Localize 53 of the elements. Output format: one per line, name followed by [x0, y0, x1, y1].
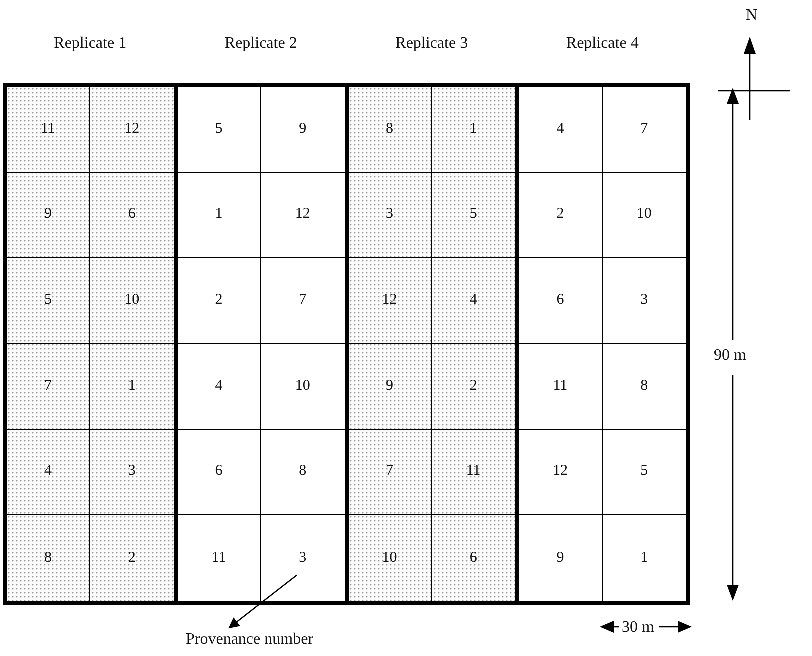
plot-cell: 7: [261, 258, 344, 344]
plot-cell: 11: [432, 430, 516, 516]
plot-cell: 1: [432, 87, 516, 173]
plot-cell: 1: [178, 172, 262, 258]
replicate-heading: Replicate 2: [224, 35, 298, 53]
plot-cell: 4: [7, 430, 90, 516]
plot-cell: 5: [602, 430, 686, 516]
plot-cell: 8: [602, 344, 686, 430]
plot-cell: 4: [178, 344, 262, 430]
plot-cell: 7: [348, 430, 432, 516]
plot-cell: 11: [519, 344, 603, 430]
plot-cell: 10: [348, 515, 432, 601]
plot-cell: 6: [90, 172, 174, 258]
plot-cell: 12: [348, 258, 432, 344]
plot-cell: 2: [432, 344, 516, 430]
plot-cell: 7: [7, 344, 90, 430]
replicate-heading: Replicate 4: [566, 35, 639, 53]
plot-cell: 7: [602, 87, 686, 173]
plot-cell: 3: [90, 430, 174, 516]
plot-cell: 9: [519, 515, 603, 601]
plot-cell: 12: [90, 87, 174, 173]
plot-cell: 5: [7, 258, 90, 344]
plot-cell: 8: [261, 430, 344, 516]
plot-cell: 8: [7, 515, 90, 601]
plot-cell: 9: [261, 87, 344, 173]
plot-cell: 4: [519, 87, 603, 173]
plot-cell: 5: [178, 87, 262, 173]
plot-cell: 2: [90, 515, 174, 601]
plot-cell: 3: [261, 515, 344, 601]
leader-line: [228, 574, 298, 629]
plot-cell: 4: [432, 258, 516, 344]
plot-cell: 10: [602, 172, 686, 258]
plot-cell: 9: [7, 172, 90, 258]
plot-cell: 12: [261, 172, 344, 258]
plot-cell: 1: [90, 344, 174, 430]
plot-cell: 6: [178, 430, 262, 516]
plot-cell: 3: [602, 258, 686, 344]
plot-cell: 2: [178, 258, 262, 344]
plot-cell: 12: [519, 430, 603, 516]
plot-cell: 8: [348, 87, 432, 173]
replicate-heading: Replicate 3: [396, 35, 468, 53]
plot-cell: 9: [348, 344, 432, 430]
plot-cell: 10: [261, 344, 344, 430]
plot-cell: 6: [519, 258, 603, 344]
plot-cell: 6: [432, 515, 516, 601]
plot-cell: 1: [602, 515, 686, 601]
plot-cell: 10: [90, 258, 174, 344]
plot-cell: 11: [7, 87, 90, 173]
plot-cell: 5: [432, 172, 516, 258]
replicate-heading: Replicate 1: [54, 35, 127, 53]
plot-cell: 2: [519, 172, 603, 258]
plot-cell: 11: [178, 515, 262, 601]
plot-cell: 3: [348, 172, 432, 258]
